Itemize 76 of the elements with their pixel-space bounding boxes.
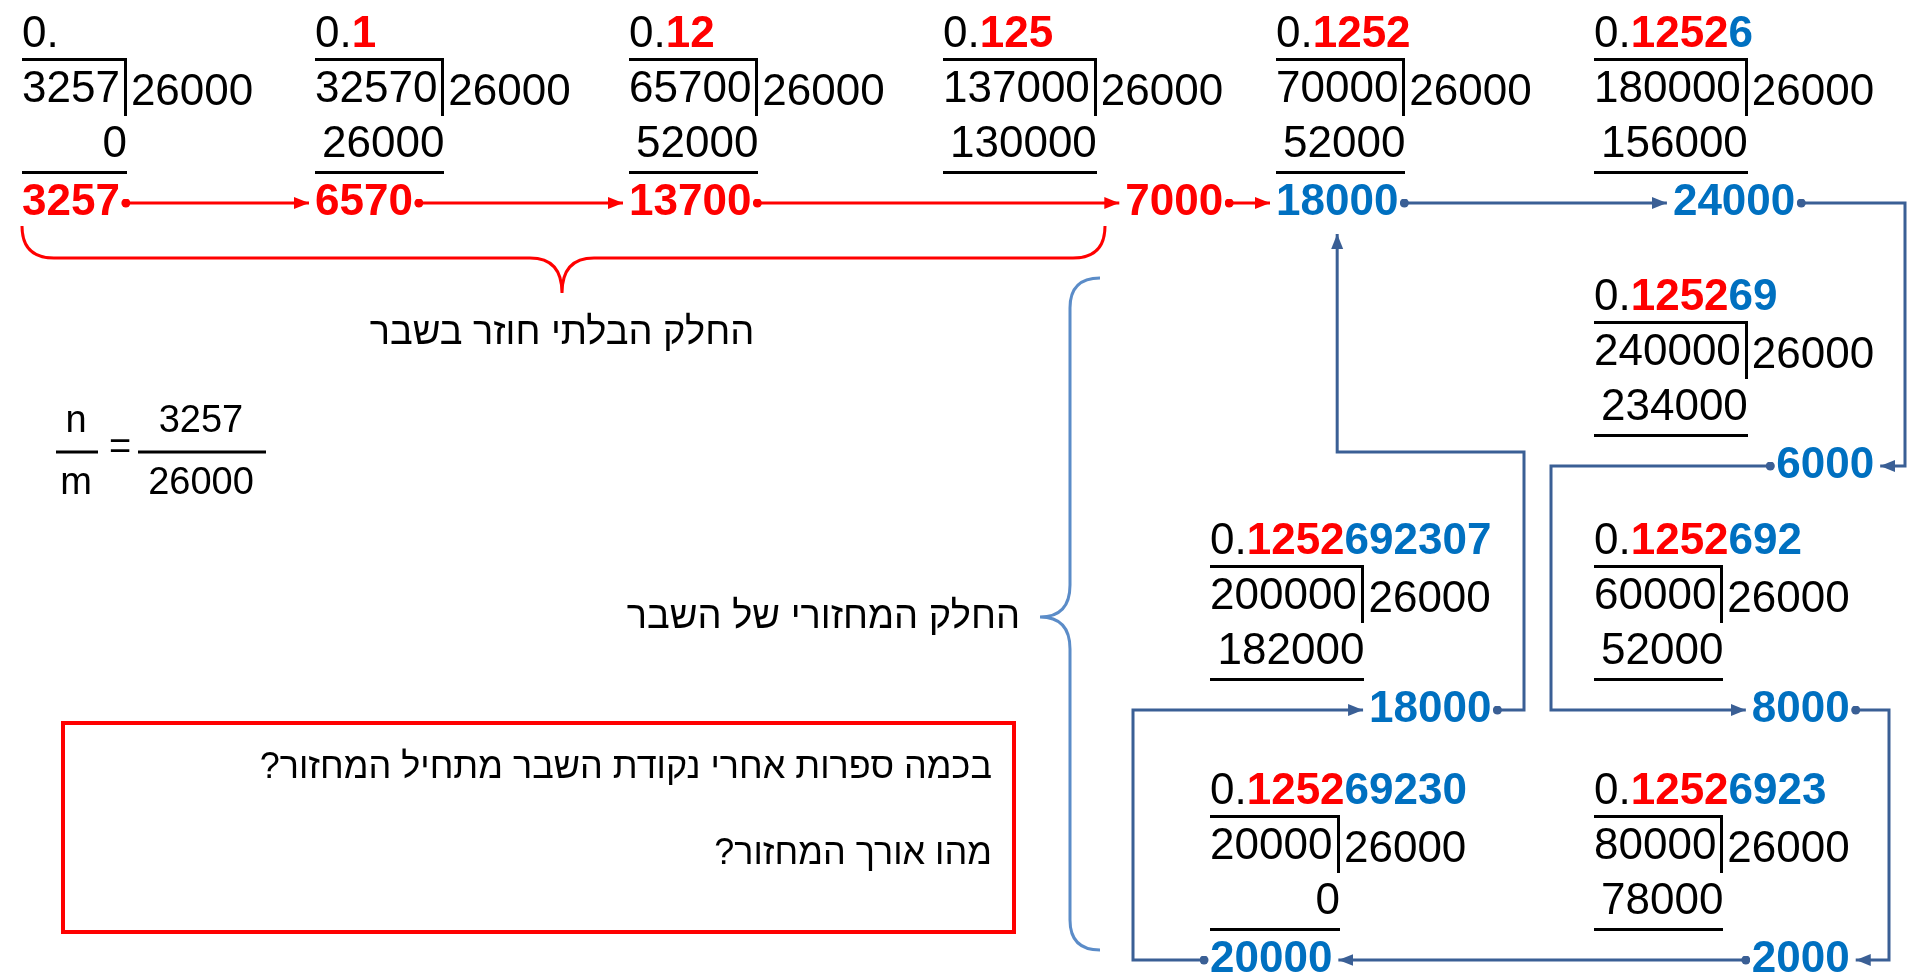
divisor: 26000	[129, 64, 254, 116]
remainder: 7000	[1125, 174, 1224, 232]
divisor: 26000	[1099, 64, 1224, 116]
equals-sign: =	[108, 425, 132, 468]
divisor: 26000	[1367, 571, 1491, 623]
remainder: 20000	[1210, 931, 1333, 974]
arrow	[414, 197, 623, 209]
dividend: 60000	[1594, 565, 1724, 623]
remainder: 13700	[629, 174, 752, 232]
quotient: 0.1252692307	[1210, 513, 1492, 565]
fraction-denominator: 26000	[148, 460, 254, 503]
quotient: 0.12	[629, 6, 715, 58]
divisor: 26000	[1726, 571, 1850, 623]
dividend: 20000	[1210, 815, 1340, 873]
product: 78000	[1594, 873, 1724, 931]
product: 52000	[629, 116, 759, 174]
fraction-numerator: n	[65, 398, 87, 441]
fraction-numerator: 3257	[158, 398, 244, 441]
remainder: 24000	[1672, 174, 1796, 232]
product: 234000	[1594, 379, 1748, 437]
quotient: 0.12526	[1594, 6, 1754, 58]
dividend: 3257	[22, 58, 127, 116]
quotient: 0.125269230	[1210, 763, 1467, 815]
divisor: 26000	[1342, 821, 1467, 873]
arrow	[121, 197, 309, 209]
product: 0	[22, 116, 127, 174]
fraction-denominator: m	[60, 460, 92, 503]
product: 26000	[315, 116, 445, 174]
quotient: 0.1252692	[1594, 513, 1802, 565]
remainder: 18000	[1276, 174, 1399, 232]
product: 130000	[943, 116, 1097, 174]
arrow	[1851, 705, 1891, 966]
dividend: 70000	[1276, 58, 1406, 116]
product: 156000	[1594, 116, 1748, 174]
remainder: 18000	[1369, 681, 1492, 739]
divisor: 26000	[1726, 821, 1850, 873]
divisor: 26000	[1750, 64, 1875, 116]
product: 52000	[1276, 116, 1406, 174]
dividend: 32570	[315, 58, 445, 116]
dividend: 200000	[1210, 565, 1365, 623]
question-text: בכמה ספרות אחרי נקודת השבר מתחיל המחזור?	[259, 745, 992, 787]
product: 0	[1210, 873, 1340, 931]
product: 182000	[1210, 623, 1365, 681]
dividend: 240000	[1594, 321, 1748, 379]
brace-label: החלק המחזורי של השבר	[626, 594, 1020, 637]
remainder: 6570	[315, 174, 413, 232]
arrow	[1399, 197, 1667, 209]
question-box	[61, 721, 1016, 934]
remainder: 8000	[1751, 681, 1850, 739]
remainder: 2000	[1751, 931, 1850, 974]
arrow	[1331, 234, 1526, 715]
dividend: 65700	[629, 58, 759, 116]
divisor: 26000	[1750, 327, 1875, 379]
quotient: 0.125269	[1594, 269, 1778, 321]
divisor: 26000	[1408, 64, 1532, 116]
quotient: 0.	[22, 6, 59, 58]
quotient: 0.12526923	[1594, 763, 1827, 815]
question-text: מהו אורך המחזור?	[714, 831, 992, 873]
quotient: 0.1	[315, 6, 377, 58]
dividend: 80000	[1594, 815, 1724, 873]
arrow	[752, 197, 1120, 209]
remainder: 6000	[1776, 437, 1875, 495]
arrow	[1224, 197, 1270, 209]
divisor: 26000	[447, 64, 571, 116]
dividend: 180000	[1594, 58, 1748, 116]
product: 52000	[1594, 623, 1724, 681]
arrow	[1338, 954, 1751, 966]
quotient: 0.1252	[1276, 6, 1411, 58]
quotient: 0.125	[943, 6, 1054, 58]
divisor: 26000	[761, 64, 885, 116]
brace-label: החלק הבלתי חוזר בשבר	[369, 310, 755, 353]
remainder: 3257	[22, 174, 120, 232]
dividend: 137000	[943, 58, 1097, 116]
arrow	[1549, 461, 1775, 716]
arrow	[1131, 704, 1364, 965]
arrow	[1796, 198, 1907, 472]
